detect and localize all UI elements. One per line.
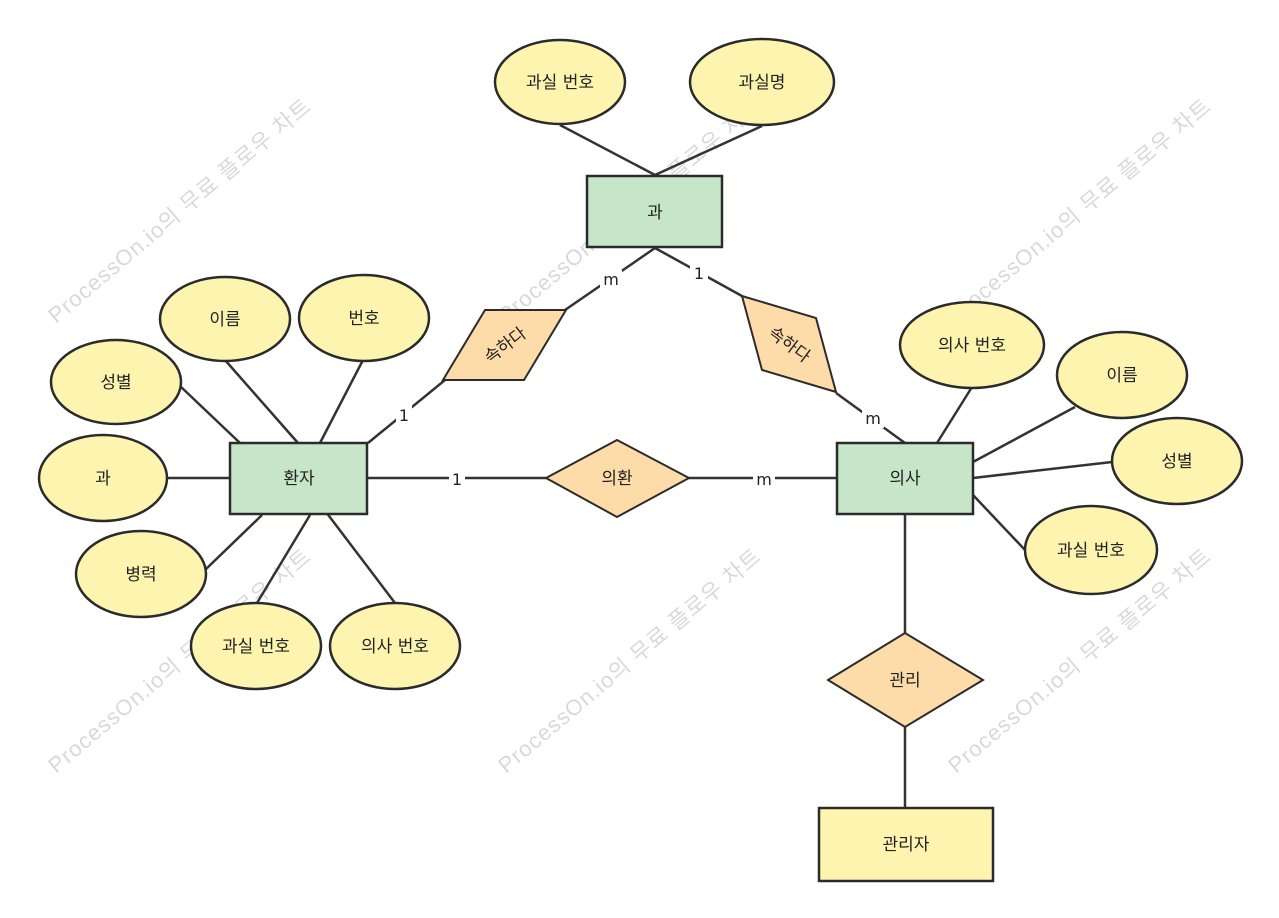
edge-doctor-gender (972, 460, 1113, 480)
entity-admin-label: 관리자 (883, 835, 930, 855)
card-doctor-consult: m (756, 470, 772, 489)
edge-doctor-deptno (972, 494, 1026, 551)
attr-patient-history-label: 병력 (125, 565, 156, 585)
card-dept-doctor-side: 1 (694, 264, 704, 283)
card-doctor-belongs: m (865, 409, 881, 428)
entity-doctor[interactable]: 의사 (835, 441, 975, 516)
edge-patient-deptno (255, 514, 312, 604)
attr-dept-name-label: 과실명 (739, 73, 786, 93)
attr-doctor-no[interactable]: 의사 번호 (898, 300, 1046, 390)
attr-doctor-deptno[interactable]: 과실 번호 (1023, 504, 1159, 596)
edge-patient-gender (179, 385, 241, 444)
edge-patient-history (204, 514, 263, 571)
entity-patient-label: 환자 (283, 469, 315, 489)
entity-doctor-label: 의사 (889, 469, 921, 489)
entity-department[interactable]: 과 (585, 174, 724, 249)
rel-patient-belongs[interactable]: 속하다 (441, 309, 568, 381)
edge-patient-name (224, 359, 299, 444)
attr-doctor-gender[interactable]: 성별 (1110, 416, 1244, 506)
edges (168, 123, 1113, 808)
attr-patient-dept-label: 과 (95, 469, 111, 489)
entity-department-label: 과 (647, 203, 663, 223)
edge-doctor-name (972, 405, 1076, 464)
card-patient-consult: 1 (452, 470, 462, 489)
edge-patient-doctorno (325, 511, 396, 604)
attr-patient-dept[interactable]: 과 (37, 433, 169, 523)
attr-patient-history[interactable]: 병력 (74, 529, 208, 619)
attr-patient-deptno-label: 과실 번호 (222, 637, 290, 657)
attr-doctor-gender-label: 성별 (1161, 452, 1192, 472)
attr-patient-doctorno-label: 의사 번호 (361, 637, 429, 657)
attr-doctor-name[interactable]: 이름 (1055, 330, 1189, 420)
rel-manage[interactable]: 관리 (826, 631, 985, 729)
cardinalities: m 1 1 m 1 m (396, 263, 884, 489)
rel-consult[interactable]: 의환 (543, 438, 692, 519)
edge-doctor-no (935, 386, 974, 444)
attr-patient-number[interactable]: 번호 (297, 273, 431, 363)
attr-patient-gender[interactable]: 성별 (49, 338, 183, 426)
attr-patient-doctorno[interactable]: 의사 번호 (328, 601, 462, 691)
attr-patient-number-label: 번호 (348, 309, 379, 329)
edge-patient-number (318, 359, 365, 444)
attr-patient-name-label: 이름 (209, 310, 240, 330)
attr-patient-name[interactable]: 이름 (158, 275, 292, 363)
attr-dept-no-label: 과실 번호 (526, 73, 594, 93)
attr-doctor-name-label: 이름 (1106, 366, 1137, 386)
attr-dept-name[interactable]: 과실명 (688, 37, 836, 127)
entity-patient[interactable]: 환자 (228, 441, 369, 516)
edge-dept-deptname (654, 124, 763, 177)
attr-patient-gender-label: 성별 (100, 373, 131, 393)
attr-doctor-no-label: 의사 번호 (938, 336, 1006, 356)
rel-consult-label: 의환 (601, 469, 632, 489)
attr-patient-deptno[interactable]: 과실 번호 (189, 601, 323, 691)
card-dept-patient-side: m (603, 270, 619, 289)
edge-dept-deptno (559, 123, 656, 177)
rel-doctor-belongs[interactable]: 속하다 (740, 294, 838, 394)
rel-manage-label: 관리 (889, 671, 920, 691)
attr-dept-no[interactable]: 과실 번호 (493, 38, 627, 126)
card-patient-belongs: 1 (399, 406, 409, 425)
entity-admin[interactable]: 관리자 (817, 806, 995, 883)
attr-doctor-deptno-label: 과실 번호 (1057, 541, 1125, 561)
